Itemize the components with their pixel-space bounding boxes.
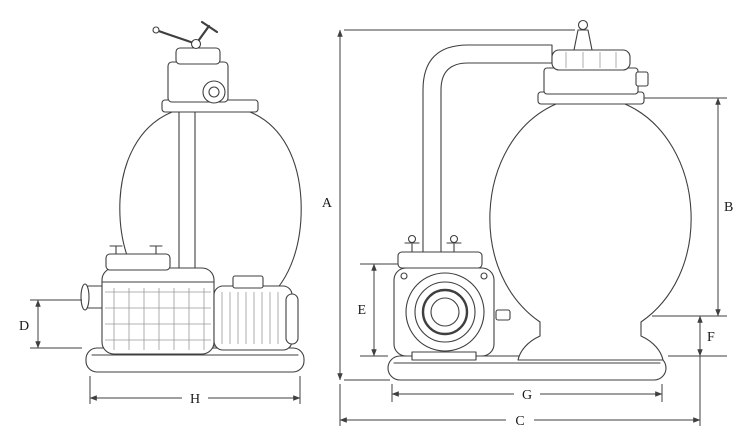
valve-top-cap bbox=[175, 47, 221, 65]
pump-foot bbox=[411, 351, 477, 361]
pump-strainer-pot bbox=[101, 267, 215, 355]
dim-label-f: F bbox=[707, 330, 715, 345]
motor-end-bell bbox=[285, 293, 299, 345]
dim-label-h: H bbox=[190, 392, 200, 407]
dimensions-side bbox=[337, 29, 727, 426]
pump-volute-ring-thick bbox=[421, 288, 469, 336]
air-relief-spigot bbox=[573, 29, 593, 51]
pump-volute-hub bbox=[430, 297, 460, 327]
pump-volute-ring bbox=[414, 281, 476, 343]
side-view-assembly bbox=[387, 19, 692, 381]
clamp-knob bbox=[407, 234, 417, 244]
valve-cap-ribs bbox=[565, 52, 617, 68]
tank-drain-stub bbox=[495, 309, 511, 321]
pump-riser-pipe bbox=[422, 44, 553, 257]
clamp-knob bbox=[449, 234, 459, 244]
dim-label-b: B bbox=[724, 200, 733, 215]
pressure-gauge-dial bbox=[208, 86, 220, 98]
pump-inlet-cap bbox=[80, 283, 90, 311]
motor-terminal-box bbox=[232, 275, 264, 289]
strainer-basket-grid bbox=[105, 288, 211, 350]
valve-handle-lever bbox=[154, 28, 198, 46]
pump-bolt bbox=[480, 272, 488, 280]
pump-lid-bolts bbox=[109, 245, 163, 255]
pressure-gauge bbox=[202, 80, 226, 104]
valve-top-cap-side bbox=[551, 49, 631, 71]
dim-label-d: D bbox=[19, 319, 29, 334]
dim-label-e: E bbox=[357, 303, 366, 318]
front-view-assembly bbox=[80, 20, 305, 373]
dim-label-c: C bbox=[515, 414, 524, 429]
dim-label-a: A bbox=[322, 196, 333, 211]
valve-handle-knob bbox=[152, 26, 160, 34]
pump-bolt bbox=[400, 272, 408, 280]
valve-handle-pivot bbox=[190, 38, 202, 50]
filter-tank-side bbox=[489, 103, 692, 361]
motor bbox=[213, 285, 293, 351]
pump-volute-face bbox=[405, 272, 485, 352]
dim-label-g: G bbox=[522, 388, 532, 403]
dimensions-front bbox=[30, 299, 301, 404]
standpipe bbox=[178, 109, 196, 287]
motor-fins bbox=[221, 292, 279, 344]
valve-port-stub bbox=[635, 71, 649, 87]
pump-lid bbox=[105, 253, 171, 271]
air-relief-knob bbox=[577, 19, 589, 31]
valve-body-side bbox=[543, 67, 639, 95]
pump-lid-side bbox=[397, 251, 483, 269]
